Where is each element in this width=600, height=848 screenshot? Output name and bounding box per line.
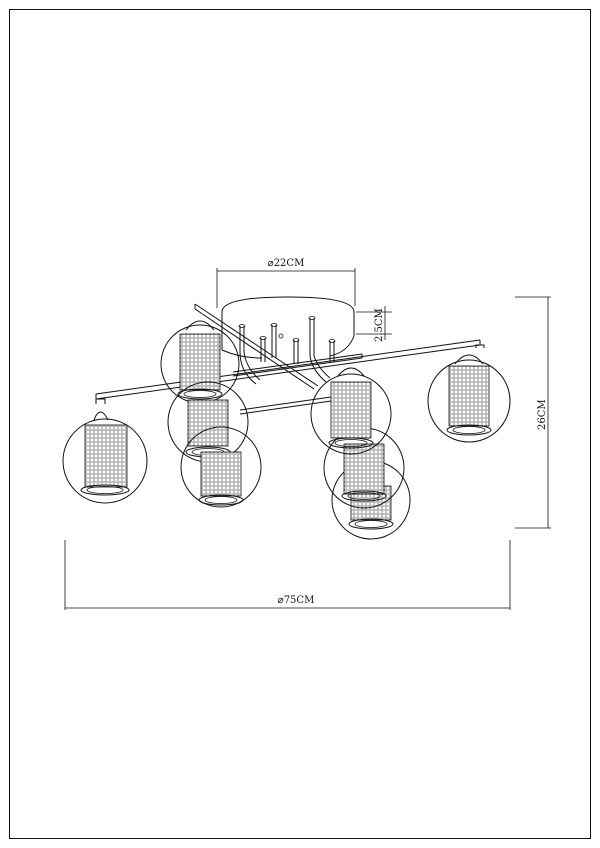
lamp-arms	[95, 303, 481, 415]
dimension-total-diameter: ⌀75CM	[64, 540, 511, 610]
canopy-diameter-label: ⌀22CM	[268, 258, 305, 269]
page-border	[9, 9, 591, 839]
lamp-shade-center	[310, 367, 392, 455]
total-diameter-label: ⌀75CM	[278, 595, 315, 606]
canopy-height-label: 2.5CM	[374, 308, 385, 342]
lamp-shade-left	[62, 398, 148, 504]
lamp-shade-upper-left	[160, 320, 240, 404]
dimension-canopy-diameter: ⌀22CM	[216, 258, 356, 308]
total-height-label: 26CM	[537, 399, 548, 430]
lamp-shade-middle-left	[167, 381, 249, 463]
dimension-total-height: 26CM	[515, 296, 551, 529]
lamp-shade-right	[427, 344, 511, 443]
dimension-canopy-height: 2.5CM	[356, 306, 392, 342]
lamp-shade-lower-left	[180, 426, 262, 508]
ceiling-canopy	[221, 296, 355, 385]
